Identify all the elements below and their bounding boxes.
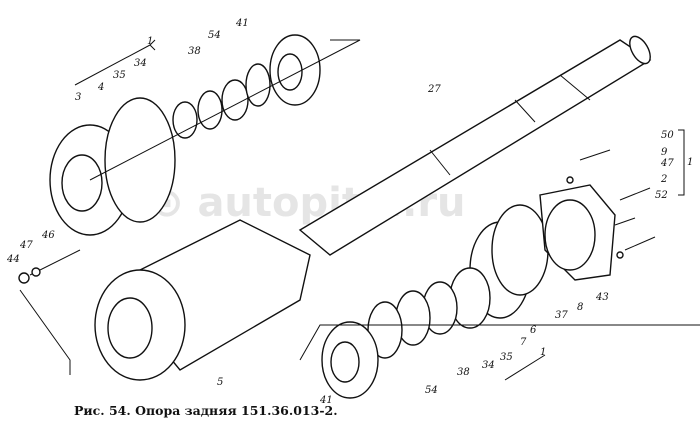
label-4: 4 xyxy=(97,82,104,93)
label-7: 7 xyxy=(520,337,527,348)
label-46: 46 xyxy=(41,230,55,241)
label-50: 50 xyxy=(661,130,674,141)
left-frame-line xyxy=(19,289,71,375)
shaft-27 xyxy=(298,35,652,256)
label-37: 37 xyxy=(555,310,568,321)
label-1-bottom: 1 xyxy=(540,347,546,358)
label-35-top: 35 xyxy=(113,70,126,81)
label-41-top: 41 xyxy=(235,18,249,29)
top-group-line xyxy=(89,39,361,181)
label-6: 6 xyxy=(530,325,537,336)
gasket-4 xyxy=(104,97,176,223)
bolts xyxy=(18,149,656,284)
label-1-right: 1 xyxy=(687,157,693,168)
bottom-group-bracket xyxy=(299,324,700,381)
label-8: 8 xyxy=(577,302,583,313)
label-34-bottom: 34 xyxy=(482,360,495,371)
label-54-top: 54 xyxy=(208,30,221,41)
label-44: 44 xyxy=(6,254,20,265)
right-bracket xyxy=(678,129,685,196)
label-47-right: 47 xyxy=(660,158,674,169)
label-3: 3 xyxy=(75,92,81,103)
label-9: 9 xyxy=(661,147,668,158)
label-52: 52 xyxy=(655,190,668,201)
housing-5 xyxy=(94,219,311,381)
label-54-bottom: 54 xyxy=(425,385,438,396)
label-35-bottom: 35 xyxy=(500,352,513,363)
label-43: 43 xyxy=(595,292,609,303)
label-1-top: 1 xyxy=(147,36,153,47)
label-34-top: 34 xyxy=(134,58,147,69)
top-bearing-group xyxy=(172,34,321,139)
top-group-bracket xyxy=(74,39,156,86)
label-27: 27 xyxy=(427,84,441,95)
label-5: 5 xyxy=(217,377,223,388)
label-2: 2 xyxy=(660,174,667,185)
label-38-bottom: 38 xyxy=(457,367,470,378)
label-47-left: 47 xyxy=(19,240,33,251)
label-41-bottom: 41 xyxy=(319,395,333,406)
label-38-top: 38 xyxy=(188,46,201,57)
right-cover-group xyxy=(321,184,616,399)
figure-caption: Рис. 54. Опора задняя 151.36.013-2. xyxy=(74,403,338,418)
